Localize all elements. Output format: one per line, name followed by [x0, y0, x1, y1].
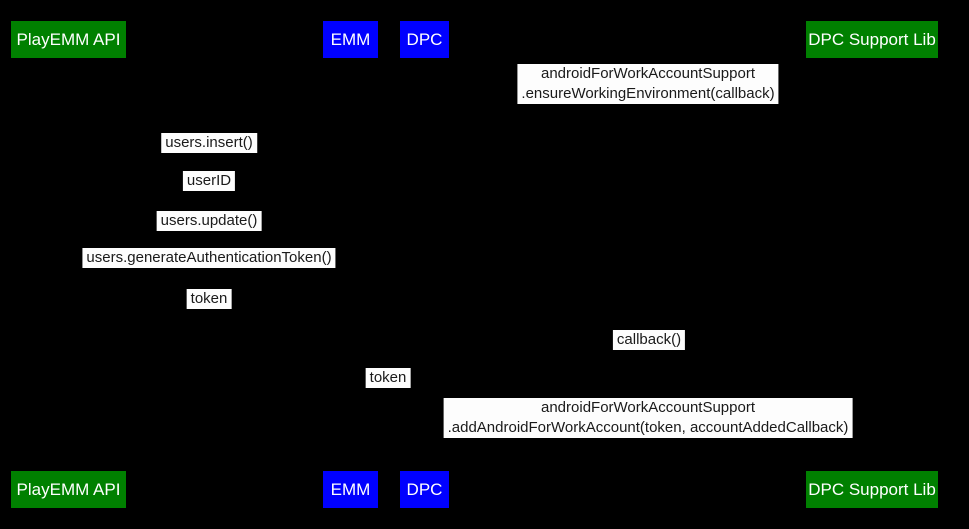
actor-playemm-api-top: PlayEMM API: [11, 21, 126, 58]
actor-playemm-api-bottom: PlayEMM API: [11, 471, 126, 508]
message-users-insert: users.insert(): [161, 133, 257, 153]
actor-dpc-support-lib-bottom: DPC Support Lib: [806, 471, 938, 508]
message-token-return: token: [186, 289, 232, 309]
actor-dpc-support-lib-top: DPC Support Lib: [806, 21, 938, 58]
message-userid: userID: [182, 171, 236, 191]
actor-dpc-bottom: DPC: [400, 471, 449, 508]
message-add-android-for-work-account: androidForWorkAccountSupport .addAndroid…: [443, 398, 853, 438]
message-ensure-working-environment: androidForWorkAccountSupport .ensureWork…: [517, 64, 779, 104]
message-token-forward: token: [365, 368, 411, 388]
actor-emm-top: EMM: [323, 21, 378, 58]
actor-dpc-top: DPC: [400, 21, 449, 58]
message-callback: callback(): [612, 330, 686, 350]
message-users-update: users.update(): [156, 211, 262, 231]
message-generate-authentication-token: users.generateAuthenticationToken(): [82, 248, 336, 268]
actor-emm-bottom: EMM: [323, 471, 378, 508]
